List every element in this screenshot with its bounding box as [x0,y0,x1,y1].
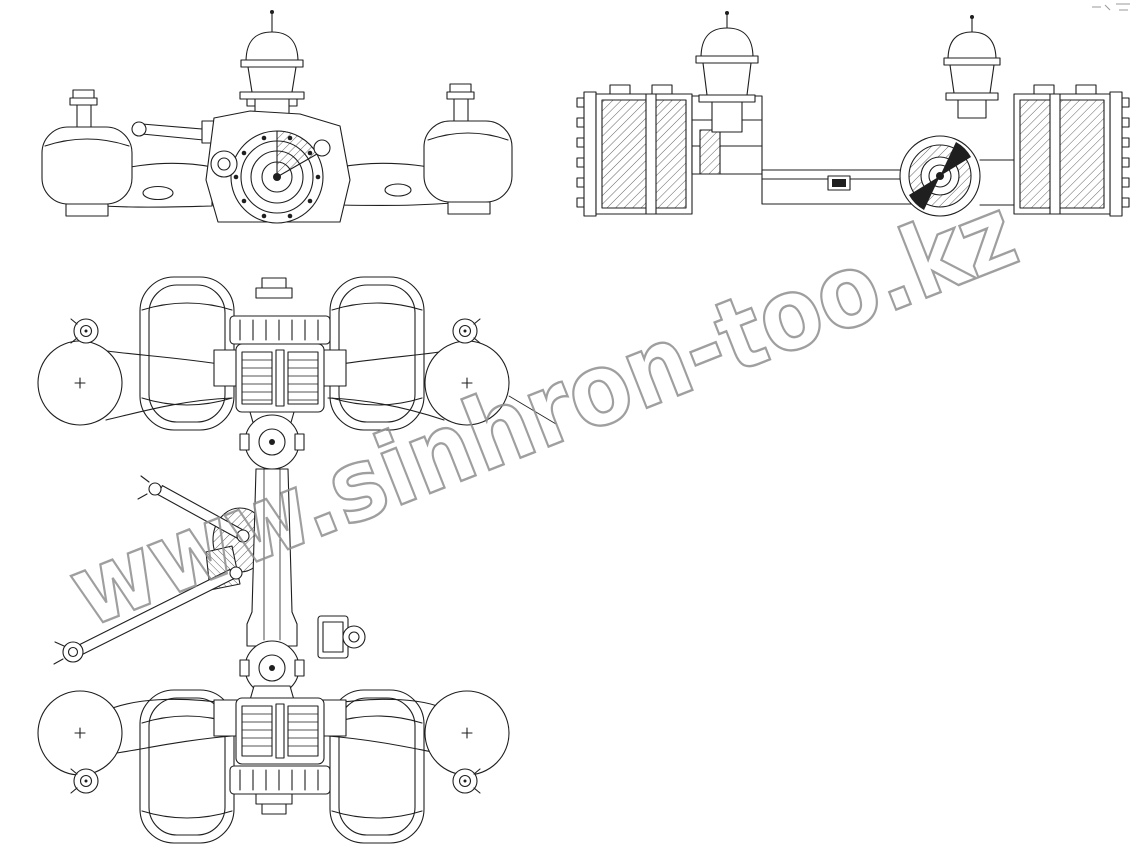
corner-stamp [1092,3,1130,11]
plan-view [37,276,557,844]
rear-brake-chamber-left [695,11,759,133]
shock-mount-rear-left [70,768,99,794]
front-axle-housing [205,110,351,224]
leader-line [508,395,557,425]
tire-front-right [329,276,425,431]
rear-drum-right [1013,84,1130,217]
tire-rear-right [329,689,425,844]
shock-mount-rear-right [452,768,481,794]
air-spring-plan-rear-left [37,690,123,776]
front-tie-rod [131,120,219,144]
air-spring-front-view-right [423,83,513,215]
rear-elevation-view [576,11,1130,217]
rear-drum-left [576,84,693,217]
torque-rod-lower [53,566,243,665]
front-brake-chamber [239,10,305,116]
air-spring-plan-rear-right [424,690,510,776]
air-spring-front-view-left [41,89,133,217]
torque-rod-upper [137,475,250,543]
driveshaft [246,468,298,647]
axle-head-rear [213,685,347,815]
axle-head-front [213,277,347,427]
shock-mount-front-right [452,318,481,344]
side-gearbox [317,615,366,659]
shock-mount-front-left [70,318,99,344]
front-elevation-view [41,10,513,224]
air-spring-plan-front-left [37,340,123,426]
rear-brake-chamber-right [943,15,1001,119]
rear-hub [899,135,981,217]
